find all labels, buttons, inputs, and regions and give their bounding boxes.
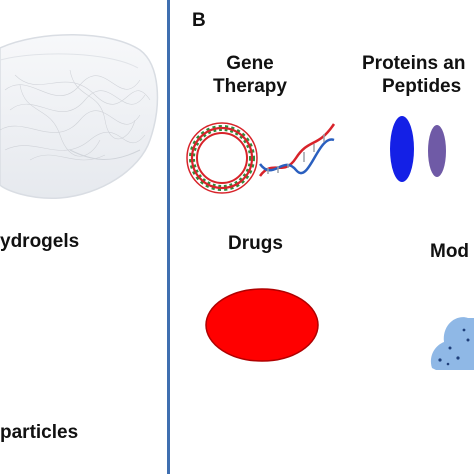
hydrogels-label: ydrogels xyxy=(0,231,80,252)
panel-divider xyxy=(167,0,170,474)
plasmid-dna-icon xyxy=(186,122,258,194)
protein-large-icon xyxy=(390,116,414,182)
proteins-label: Proteins an Peptides xyxy=(362,52,465,98)
gene-therapy-line2: Therapy xyxy=(213,76,287,97)
proteins-line2: Peptides xyxy=(382,76,462,97)
dna-helix-icon xyxy=(258,123,336,177)
nanoparticles-label: particles xyxy=(0,422,79,443)
gene-therapy-line1: Gene xyxy=(226,53,274,74)
drug-particle-icon xyxy=(205,288,319,362)
hydrogel-illustration xyxy=(0,34,159,199)
proteins-line1: Proteins an xyxy=(362,53,466,74)
mod-label: Mod xyxy=(430,241,470,262)
gene-therapy-label: Gene Therapy xyxy=(200,52,300,98)
panel-letter: B xyxy=(192,10,206,31)
peptide-small-icon xyxy=(428,125,446,177)
modifier-blob-icon xyxy=(431,317,474,370)
drugs-label: Drugs xyxy=(228,233,283,254)
